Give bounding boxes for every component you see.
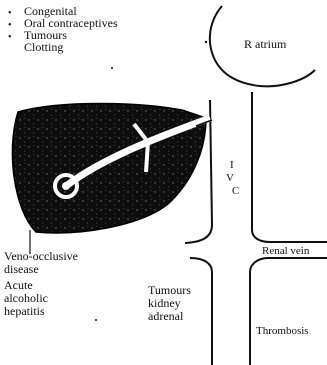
renal-vein-lower xyxy=(250,258,327,365)
thrombosis-label: Thrombosis xyxy=(256,325,309,337)
renal-vein-label: Renal vein xyxy=(262,245,310,257)
speck xyxy=(95,319,97,321)
cause-bullet-3: • xyxy=(8,32,12,43)
tumours-kidney-adrenal-line2: kidney xyxy=(148,296,181,310)
alcoholic-hepatitis-line1: Acute xyxy=(4,278,33,292)
vod-label-line2: disease xyxy=(4,262,39,276)
tumours-kidney-adrenal-line1: Tumours xyxy=(148,283,191,297)
right-atrium-label: R atrium xyxy=(244,37,287,51)
speck xyxy=(205,41,207,43)
ivc-left-wall-lower xyxy=(190,258,212,365)
tumours-kidney-adrenal-line3: adrenal xyxy=(148,309,184,323)
speck xyxy=(111,67,113,69)
ivc-letter-c: C xyxy=(232,185,239,197)
hepatic-vein-origin-dot xyxy=(62,182,70,190)
cause-clotting: Clotting xyxy=(24,40,63,54)
alcoholic-hepatitis-line2: alcoholic xyxy=(4,291,48,305)
ivc-right-wall xyxy=(252,92,327,242)
cause-bullet-1: • xyxy=(8,8,12,19)
cause-bullet-2: • xyxy=(8,20,12,31)
alcoholic-hepatitis-line3: hepatitis xyxy=(4,304,45,318)
liver xyxy=(12,104,206,233)
ivc-letter-v: V xyxy=(226,172,234,184)
ivc-letter-i: I xyxy=(230,159,234,171)
vod-label-line1: Veno-occlusive xyxy=(4,249,78,263)
